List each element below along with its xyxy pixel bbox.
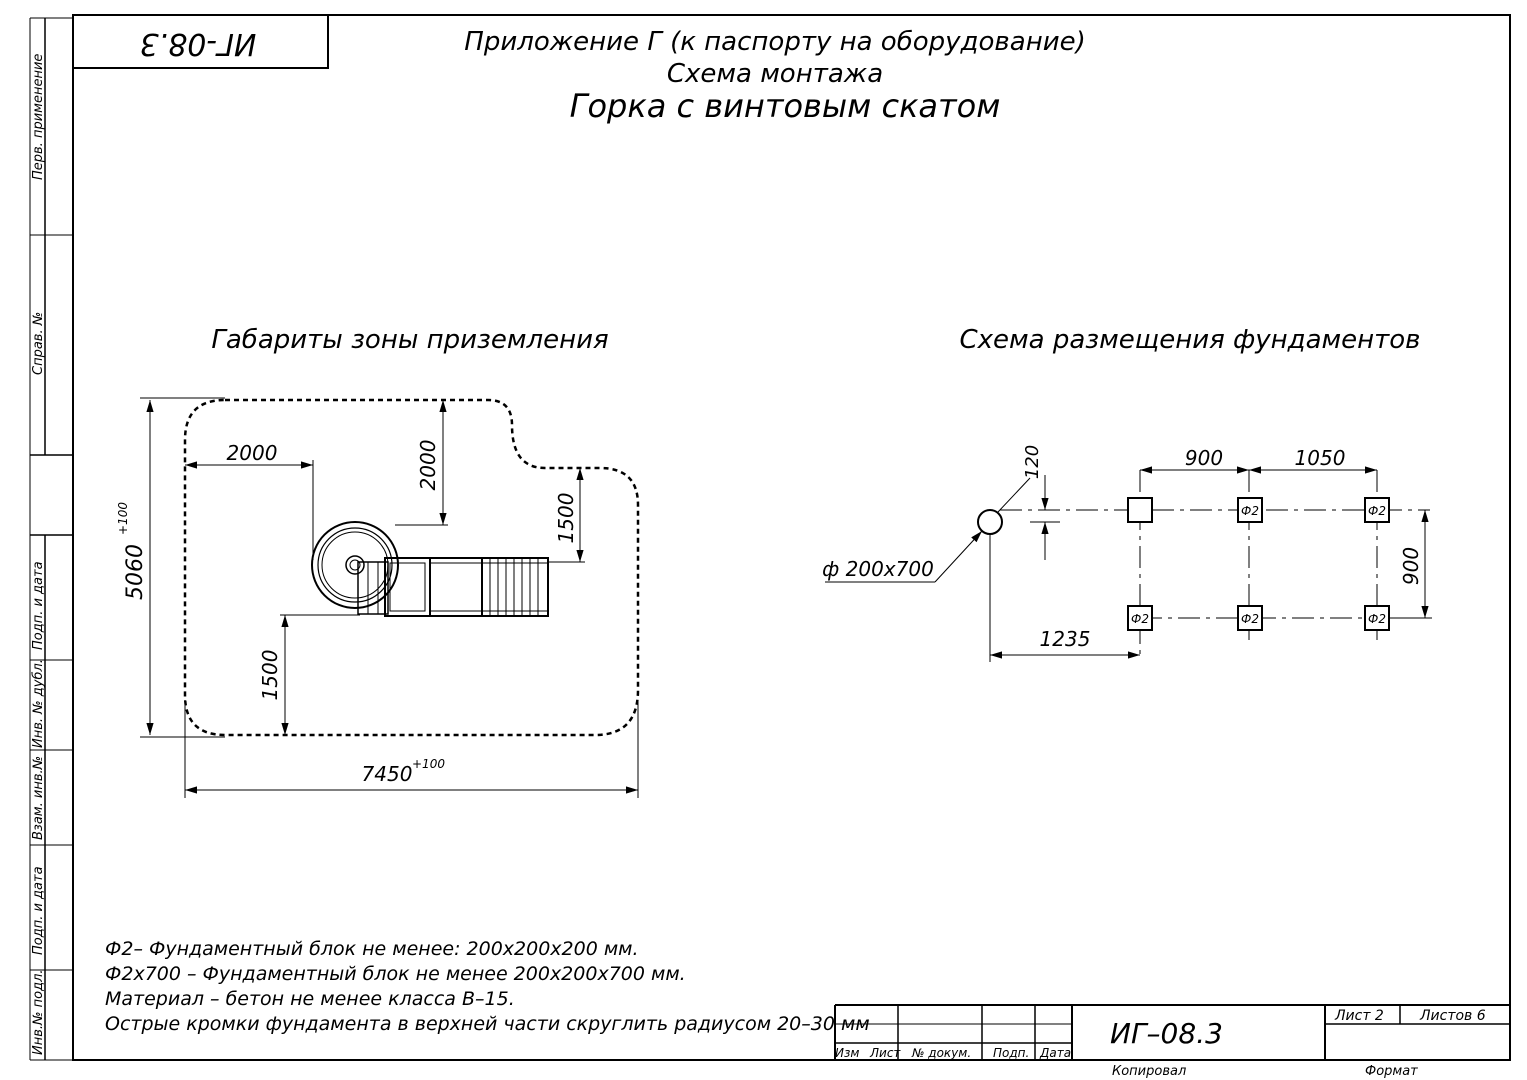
side-label-inv-podl: Инв.№ подл. <box>31 969 46 1055</box>
block-label-3: Ф2 <box>1131 612 1149 626</box>
notes: Ф2– Фундаментный блок не менее: 200х200х… <box>105 938 870 1035</box>
tb-format: Формат <box>1365 1064 1418 1079</box>
dim-900-top: 900 <box>1185 446 1223 470</box>
note-3: Материал – бетон не менее класса В–15. <box>105 988 515 1010</box>
tb-col-doc: № докум. <box>911 1046 971 1060</box>
note-4: Острые кромки фундамента в верхней части… <box>105 1013 870 1035</box>
tb-copied: Копировал <box>1112 1064 1186 1079</box>
dim-2000-vertical: 2000 <box>416 440 440 491</box>
block-label-1: Ф2 <box>1241 504 1259 518</box>
tb-col-list: Лист <box>869 1046 901 1060</box>
doc-code-rotated: ИГ-08.3 <box>140 26 257 61</box>
tb-sheet: Лист 2 <box>1334 1008 1384 1024</box>
left-dimensions <box>140 397 639 798</box>
dim-1500-right: 1500 <box>554 493 578 544</box>
side-label-perv: Перв. применение <box>31 54 46 180</box>
block-label-2: Ф2 <box>1368 504 1386 518</box>
right-dimensions <box>825 466 1432 662</box>
dim-900-right: 900 <box>1399 547 1423 585</box>
side-label-inv-dubl: Инв. № дубл. <box>31 659 46 748</box>
tb-doc-code: ИГ–08.3 <box>1110 1017 1223 1050</box>
tb-col-date: Дата <box>1039 1046 1071 1060</box>
header-line3: Горка с винтовым скатом <box>570 87 1001 125</box>
dim-5060-tol: +100 <box>116 502 130 535</box>
block-label-5: Ф2 <box>1368 612 1386 626</box>
dim-1050: 1050 <box>1295 446 1346 470</box>
tb-col-sign: Подп. <box>993 1046 1029 1060</box>
side-label-podp2: Подп. и дата <box>31 866 46 955</box>
dim-120: 120 <box>1022 445 1043 479</box>
side-label-vzam: Взам. инв.№ <box>31 756 46 840</box>
doc-code-box: ИГ-08.3 <box>72 14 329 69</box>
side-label-podp1: Подп. и дата <box>31 561 46 650</box>
sheet-frame <box>29 14 1511 1061</box>
side-labels: Перв. применение Справ. № Подп. и дата И… <box>31 54 46 1055</box>
dim-2000-top: 2000 <box>227 441 278 465</box>
dim-5060: 5060 <box>123 544 148 600</box>
slide-plan <box>311 521 549 617</box>
header-line2: Схема монтажа <box>667 59 883 89</box>
dim-1235: 1235 <box>1040 627 1091 651</box>
side-label-sprav: Справ. № <box>31 312 46 375</box>
left-drawing-title: Габариты зоны приземления <box>211 325 608 355</box>
header-line1: Приложение Г (к паспорту на оборудование… <box>464 27 1085 57</box>
dim-7450-tol: +100 <box>412 757 445 771</box>
callout-200x700: ф 200х700 <box>822 557 934 581</box>
foundation-plan <box>977 470 1430 660</box>
right-drawing-title: Схема размещения фундаментов <box>959 325 1420 355</box>
dim-7450: 7450 <box>362 762 413 786</box>
block-label-4: Ф2 <box>1241 612 1259 626</box>
title-block <box>834 1004 1510 1060</box>
tb-col-izm: Изм <box>835 1046 859 1060</box>
dim-1500-left: 1500 <box>258 650 282 701</box>
tb-sheets: Листов 6 <box>1419 1008 1486 1024</box>
note-2: Ф2х700 – Фундаментный блок не менее 200х… <box>105 963 686 985</box>
note-1: Ф2– Фундаментный блок не менее: 200х200х… <box>105 938 639 960</box>
